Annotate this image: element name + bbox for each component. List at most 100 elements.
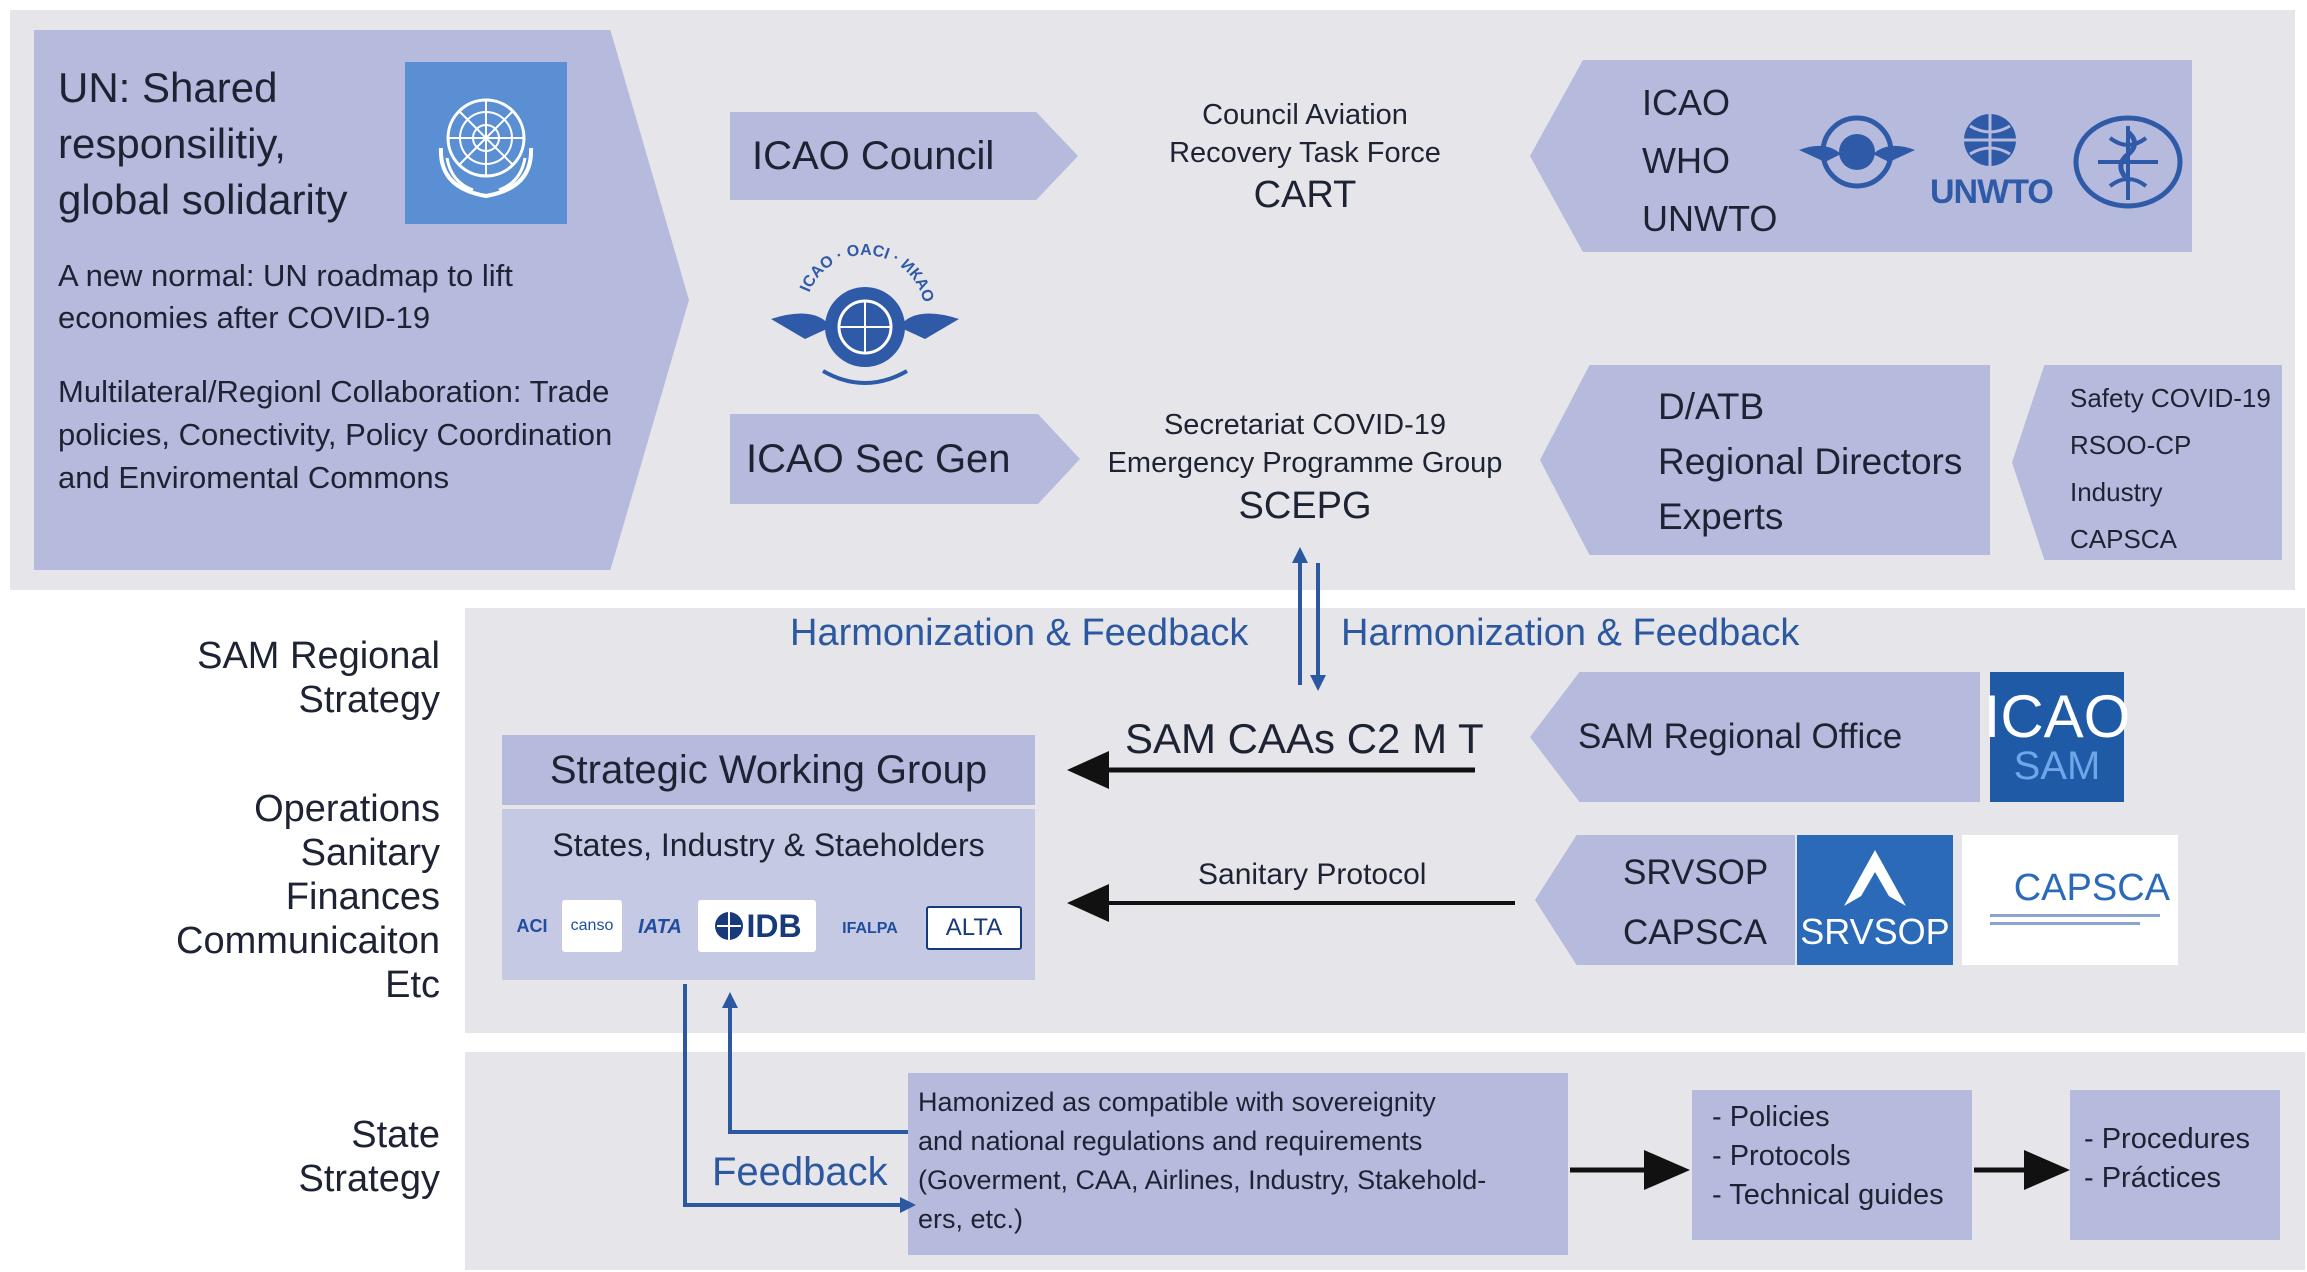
- sam-office-label: SAM Regional Office: [1578, 717, 1903, 756]
- harmonized-line3: (Goverment, CAA, Airlines, Industry, Sta…: [918, 1165, 1487, 1195]
- label-sam-regional: SAM Regional Strategy: [197, 635, 440, 721]
- iata-logo: IATA: [628, 904, 692, 950]
- feedback-loop-arrows: [683, 984, 916, 1213]
- capsca-label: CAPSCA: [1623, 913, 1767, 952]
- support-list: Safety COVID-19 RSOO-CP Industry CAPSCA: [2070, 375, 2271, 560]
- icao-sam-logo-bottom: SAM: [2013, 744, 2101, 788]
- harmonized-text: Hamonized as compatible with sovereignit…: [918, 1083, 1486, 1239]
- idb-globe-icon: [715, 912, 744, 940]
- un-logo: [405, 62, 567, 224]
- capsca-logo-text: CAPSCA: [2013, 866, 2170, 909]
- partner-icao: ICAO: [1642, 82, 1731, 123]
- partners-list: ICAO WHO UNWTO: [1642, 74, 1777, 248]
- capsca-fineprint-lines: [1990, 913, 2160, 925]
- label-areas: Operations Sanitary Finances Communicait…: [140, 787, 440, 1007]
- icao-secgen-label: ICAO Sec Gen: [746, 436, 1011, 481]
- practice-procedures: - Procedures: [2084, 1123, 2251, 1155]
- unwto-globe-icon: [1964, 114, 2016, 166]
- cart-abbr: CART: [1253, 174, 1357, 216]
- feedback-label: Feedback: [712, 1150, 888, 1194]
- un-emblem-icon: [438, 98, 534, 199]
- aci-logo: ACI: [508, 900, 556, 952]
- unwto-logo-text: UNWTO: [1930, 173, 2054, 211]
- srvsop-logo-text: SRVSOP: [1800, 911, 1950, 952]
- state-arrow-1: [1570, 1150, 1690, 1190]
- cart-line1: Council Aviation: [1202, 99, 1408, 131]
- scepg-block: Secretariat COVID-19 Emergency Programme…: [1090, 406, 1520, 530]
- directors-box: D/ATB Regional Directors Experts: [1540, 365, 1990, 555]
- un-panel: UN: Shared responsilitiy, global solidar…: [34, 30, 689, 570]
- un-roadmap: A new normal: UN roadmap to lift economi…: [58, 258, 513, 335]
- director-experts: Experts: [1658, 496, 1784, 537]
- icao-emblem-icon: ICAO · OACI · ИКАО: [771, 242, 959, 385]
- idb-logo: IDB: [698, 900, 816, 952]
- icao-council-box: ICAO Council: [730, 112, 1078, 200]
- harmonized-line4: ers, etc.): [918, 1204, 1024, 1234]
- sanitary-protocol-label: Sanitary Protocol: [1198, 858, 1427, 891]
- output-policies: - Policies: [1712, 1101, 1830, 1133]
- c2mt-label: SAM CAAs C2 M T: [1125, 715, 1484, 762]
- capsca-logo: CAPSCA: [1962, 835, 2178, 965]
- support-rsoo: RSOO-CP: [2070, 430, 2192, 460]
- canso-logo: canso: [562, 900, 622, 952]
- c2mt-arrow: [1067, 751, 1475, 789]
- cart-line2: Recovery Task Force: [1169, 137, 1441, 169]
- srvsop-logo: SRVSOP: [1797, 835, 1953, 965]
- idb-logo-text: IDB: [746, 907, 802, 944]
- area-etc: Etc: [385, 964, 440, 1006]
- director-regional: Regional Directors: [1658, 441, 1963, 482]
- side-labels: SAM Regional Strategy Operations Sanitar…: [0, 0, 440, 1272]
- directors-list: D/ATB Regional Directors Experts: [1658, 379, 1962, 544]
- area-communication: Communicaiton: [176, 920, 440, 962]
- harmonization-left: Harmonization & Feedback: [790, 612, 1249, 654]
- cart-block: Council Aviation Recovery Task Force CAR…: [1120, 96, 1490, 218]
- un-title: UN: Shared responsilitiy, global solidar…: [58, 64, 348, 223]
- outputs-list: - Policies - Protocols - Technical guide…: [1712, 1098, 1944, 1215]
- label-state: State Strategy: [298, 1114, 440, 1200]
- sam-office-box: SAM Regional Office: [1530, 672, 1980, 802]
- scepg-abbr: SCEPG: [1238, 485, 1372, 527]
- icao-sam-logo-top: ICAO: [1983, 683, 2131, 750]
- sanitary-protocol-arrow: [1067, 884, 1515, 922]
- practice-practices: - Práctices: [2084, 1162, 2221, 1194]
- practices-box: - Procedures - Práctices: [2070, 1090, 2280, 1240]
- scepg-line2: Emergency Programme Group: [1107, 447, 1503, 479]
- srvsop-label: SRVSOP: [1623, 853, 1769, 892]
- support-safety: Safety COVID-19: [2070, 383, 2271, 413]
- swg-title-bar: Strategic Working Group: [502, 735, 1035, 809]
- alta-logo: ALTA: [926, 906, 1022, 950]
- unwto-logo: UNWTO: [1930, 108, 2054, 218]
- un-collaboration: Multilateral/Regionl Collaboration: Trad…: [58, 374, 613, 495]
- state-arrow-2: [1974, 1150, 2070, 1190]
- icao-wings-icon: [1799, 115, 1915, 189]
- who-logo-icon: [2073, 115, 2183, 209]
- support-capsca: CAPSCA: [2070, 524, 2177, 554]
- harmonization-arrows: [1292, 547, 1326, 691]
- support-box: Safety COVID-19 RSOO-CP Industry CAPSCA: [2012, 365, 2282, 560]
- swg-title: Strategic Working Group: [549, 747, 988, 792]
- support-industry: Industry: [2070, 477, 2163, 507]
- area-operations: Operations: [254, 788, 440, 830]
- swg-subtitle: States, Industry & Staeholders: [552, 827, 985, 863]
- harmonization-right: Harmonization & Feedback: [1341, 612, 1800, 654]
- output-technical-guides: - Technical guides: [1712, 1179, 1944, 1211]
- output-protocols: - Protocols: [1712, 1140, 1851, 1172]
- ifalpa-logo: IFALPA: [822, 906, 918, 952]
- icao-secgen-box: ICAO Sec Gen: [730, 414, 1080, 504]
- icao-sam-logo: ICAO SAM: [1984, 672, 2130, 802]
- partner-who: WHO: [1642, 140, 1730, 181]
- srvsop-capsca-list: SRVSOP CAPSCA: [1623, 843, 1768, 963]
- harmonized-box: Hamonized as compatible with sovereignit…: [908, 1073, 1568, 1255]
- harmonized-line1: Hamonized as compatible with sovereignit…: [918, 1087, 1436, 1117]
- srvsop-triangle-icon: [1844, 850, 1906, 906]
- srvsop-capsca-box: SRVSOP CAPSCA: [1535, 835, 1795, 965]
- practices-list: - Procedures - Práctices: [2084, 1120, 2250, 1198]
- scepg-line1: Secretariat COVID-19: [1163, 409, 1447, 441]
- area-finances: Finances: [285, 876, 440, 918]
- outputs-box: - Policies - Protocols - Technical guide…: [1692, 1090, 1972, 1240]
- partner-unwto: UNWTO: [1642, 198, 1778, 239]
- director-datb: D/ATB: [1658, 386, 1765, 427]
- icao-council-label: ICAO Council: [752, 133, 995, 178]
- area-sanitary: Sanitary: [300, 832, 440, 874]
- harmonized-line2: and national regulations and requirement…: [918, 1126, 1423, 1156]
